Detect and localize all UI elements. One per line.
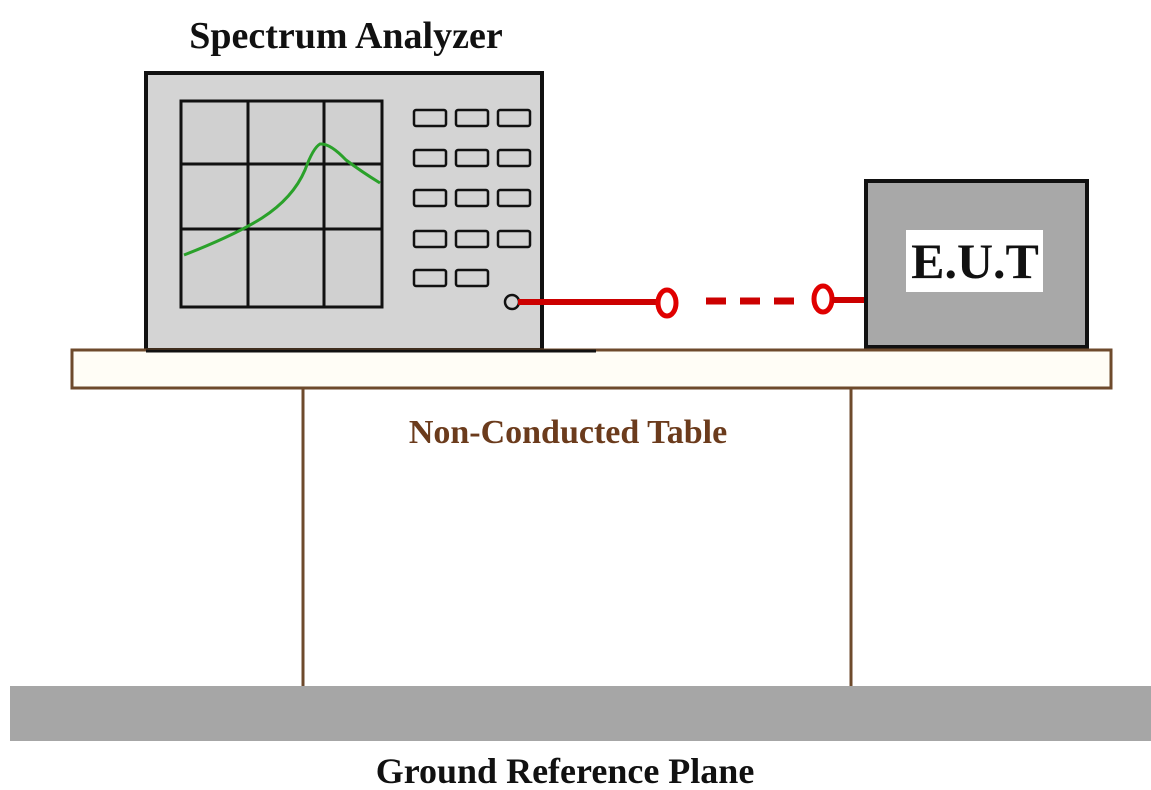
keypad-button [412, 148, 448, 168]
keypad-button [454, 148, 490, 168]
analyzer-screen [179, 99, 384, 309]
keypad-button [454, 188, 490, 208]
table-label: Non-Conducted Table [409, 414, 727, 451]
keypad-button [412, 229, 448, 249]
keypad-button [496, 229, 532, 249]
keypad-button [496, 188, 532, 208]
keypad-button [454, 229, 490, 249]
rf-cable [518, 283, 866, 319]
eut-device: E.U.T [864, 179, 1089, 349]
eut-label: E.U.T [911, 233, 1039, 289]
keypad-button [454, 268, 490, 288]
keypad-button [412, 108, 448, 128]
analyzer-keypad [412, 108, 532, 288]
ground-label: Ground Reference Plane [376, 751, 755, 790]
keypad-button [454, 108, 490, 128]
keypad-button [496, 108, 532, 128]
spectrum-trace [183, 142, 381, 257]
keypad-button [496, 148, 532, 168]
ground-reference-plane [10, 686, 1151, 741]
cable-connector [811, 283, 835, 315]
spectrum-analyzer-title: Spectrum Analyzer [189, 15, 503, 57]
cable-connector [655, 287, 679, 319]
spectrum-analyzer [144, 71, 544, 352]
table-top [70, 348, 1113, 390]
rf-input-port [503, 293, 521, 311]
keypad-button [412, 188, 448, 208]
keypad-button [412, 268, 448, 288]
non-conducted-table [70, 348, 1113, 687]
eut-label-box [906, 230, 1043, 292]
